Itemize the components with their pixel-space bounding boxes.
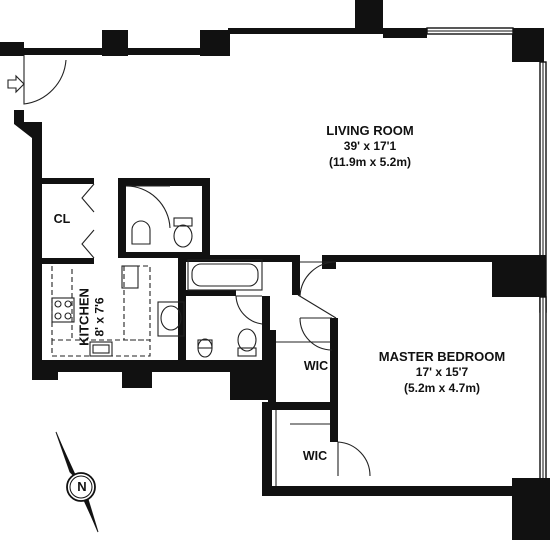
wall-bath-bottom	[150, 360, 262, 400]
wall-bath-mid	[186, 290, 236, 296]
wic-lower-door	[337, 441, 371, 477]
wic-upper-door	[299, 317, 333, 351]
wall-halfbath-top	[118, 178, 208, 186]
wall-bottom-left-stub	[262, 486, 276, 494]
wall-bath-left	[178, 255, 186, 365]
wall-kitchen-bottom	[32, 360, 150, 380]
wall-top-right	[228, 28, 428, 34]
wall-right-pier	[492, 255, 546, 297]
wall-halfbath-bottom	[118, 252, 208, 258]
wall-left-lower	[32, 178, 42, 378]
wall-top-pier-4	[383, 28, 427, 38]
wall-bedroom-top	[330, 255, 492, 262]
compass-north-letter: N	[77, 479, 87, 494]
master-bedroom-label: MASTER BEDROOM 17' x 15'7 (5.2m x 4.7m)	[362, 348, 522, 397]
sink-icon-bath	[160, 305, 182, 331]
halfbath-door	[125, 185, 171, 229]
wall-top-entry	[22, 48, 102, 55]
wic-upper-label: WIC	[303, 359, 329, 373]
toilet-icon	[173, 217, 257, 358]
wall-top-pier-1	[102, 30, 128, 56]
north-compass-icon	[55, 431, 99, 533]
wall-top-left	[0, 42, 24, 56]
wall-core-divider	[292, 255, 300, 295]
interior-lines	[23, 55, 371, 486]
living-room-label: LIVING ROOM 39' x 17'1 (11.9m x 5.2m)	[300, 122, 440, 171]
bath-door	[235, 295, 263, 325]
bathtub-icon	[187, 259, 263, 291]
wall-corner-se	[512, 478, 550, 540]
wic-lower-label: WIC	[302, 449, 328, 463]
kitchen-name: KITCHEN	[76, 288, 92, 346]
master-bedroom-dim-ft: 17' x 15'7	[415, 365, 469, 380]
wall-wic-mid	[268, 402, 338, 410]
wall-wic-lower-right	[330, 402, 338, 442]
entry-door	[23, 55, 67, 105]
wall-wic-upper-right	[330, 318, 338, 408]
living-room-dim-ft: 39' x 17'1	[343, 139, 397, 154]
closet-label: CL	[53, 212, 71, 226]
wall-closet-bottom	[42, 258, 94, 264]
wall-core-upper-left	[208, 330, 268, 336]
wall-top-pier-2	[200, 30, 230, 56]
wall-bottom	[262, 486, 512, 496]
wall-top-mid	[126, 48, 206, 55]
master-bedroom-name: MASTER BEDROOM	[378, 349, 506, 364]
wall-halfbath-left	[118, 178, 126, 258]
kitchen-dim-ft: 8' x 7'6	[92, 297, 107, 337]
closet-doors	[81, 183, 95, 259]
wall-closet-top	[42, 178, 94, 184]
wall-corner-ne	[512, 28, 544, 62]
wall-kitchen-pier	[122, 372, 152, 388]
kitchen-counter-right	[123, 265, 151, 341]
entry-arrow-icon	[7, 74, 25, 94]
living-room-name: LIVING ROOM	[326, 123, 414, 138]
master-bedroom-dim-m: (5.2m x 4.7m)	[403, 380, 481, 395]
wall-wic-lower-left	[262, 402, 272, 492]
wall-halfbath-right	[202, 178, 210, 258]
sink-icon	[89, 341, 113, 357]
wall-core-top	[180, 255, 298, 262]
fridge	[121, 265, 139, 289]
wall-wic-upper-left	[268, 330, 276, 408]
wall-bath-right	[262, 296, 270, 364]
bedroom-door	[299, 261, 337, 297]
stove-icon	[51, 297, 75, 323]
living-room-dim-m: (11.9m x 5.2m)	[328, 154, 412, 169]
wall-top-pier-3	[355, 0, 383, 34]
